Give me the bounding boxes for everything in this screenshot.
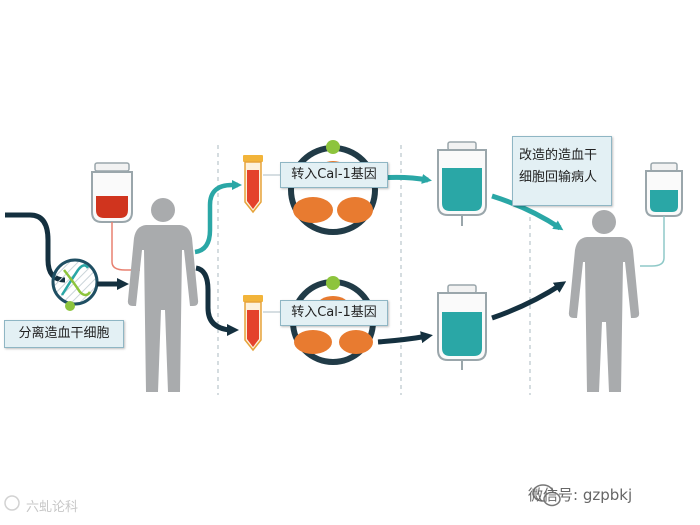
label-transfer-gene-top: 转入Cal-1基因 — [280, 162, 388, 188]
dna-cell-icon — [51, 258, 99, 311]
flow-arrow-top-branch — [194, 180, 242, 255]
test-tube-icon — [243, 155, 263, 214]
label-transfer-gene-bottom: 转入Cal-1基因 — [280, 300, 388, 326]
test-tube-icon — [243, 295, 263, 352]
watermark-right-text: 微信号: gzpbkj — [528, 486, 633, 504]
iv-bag-cells-icon — [437, 141, 487, 226]
person-donor-icon — [127, 198, 199, 392]
label-return-line-1: 改造的造血干 — [519, 148, 598, 163]
flow-arrow-to-patient-bottom — [491, 281, 567, 321]
iv-bag-infusion-icon — [640, 162, 683, 267]
watermark-logo-icon — [4, 495, 20, 511]
flow-arrow-to-bag-bottom — [377, 331, 433, 345]
watermark-left: 六虬论科 — [10, 496, 78, 515]
watermark-left-text: 六虬论科 — [26, 500, 79, 515]
person-patient-icon — [568, 210, 640, 392]
label-return-line-2: 细胞回输病人 — [519, 170, 598, 185]
label-isolate-stem-cells: 分离造血干细胞 — [4, 320, 124, 348]
label-return-to-patient: 改造的造血干 细胞回输病人 — [512, 136, 612, 206]
flow-arrow-to-patient-top — [491, 193, 564, 231]
watermark-right: 微信号: gzpbkj — [528, 484, 632, 505]
iv-bag-cells-icon — [437, 284, 487, 370]
iv-bag-blood-icon — [91, 162, 140, 271]
flow-arrow-bottom-branch — [195, 265, 239, 336]
wechat-icon — [532, 484, 561, 507]
